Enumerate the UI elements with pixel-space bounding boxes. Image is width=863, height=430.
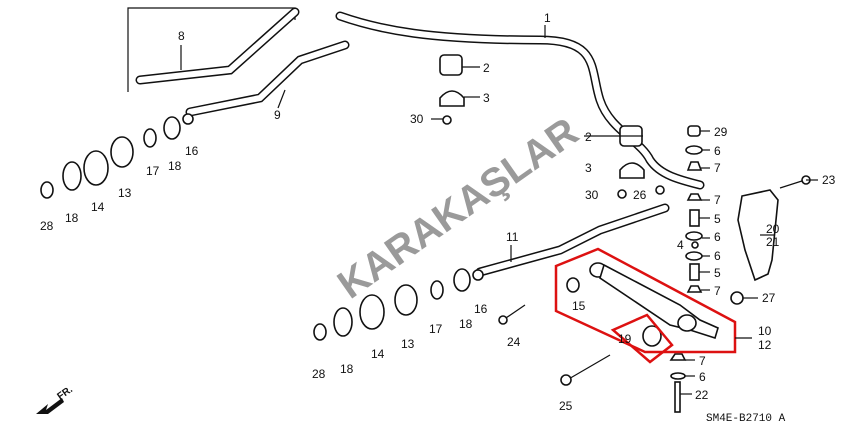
stabilizer-bar [335,11,705,190]
label-7: 7 [699,354,706,368]
label-2: 2 [585,130,592,144]
label-16: 16 [185,144,199,158]
label-25: 25 [559,399,573,413]
label-17: 17 [429,322,443,336]
label-6: 6 [699,370,706,384]
label-26: 26 [633,188,647,202]
label-16: 16 [474,302,488,316]
radius-rod-lower [475,203,670,277]
label-22: 22 [695,388,709,402]
label-7: 7 [714,161,721,175]
label-14: 14 [91,200,105,214]
stabilizer-bushings [439,54,665,199]
bushing-set-upper [40,113,194,199]
label-28: 28 [312,367,326,381]
label-29: 29 [714,125,728,139]
label-7: 7 [714,284,721,298]
label-11: 11 [506,230,519,244]
label-2: 2 [483,61,490,75]
highlight-bushing-19 [610,313,674,364]
label-17: 17 [146,164,160,178]
highlight-lower-arm [554,247,737,354]
label-8: 8 [178,29,185,43]
radius-rod-upper [127,7,350,117]
label-18: 18 [65,211,79,225]
label-18: 18 [459,317,473,331]
label-24: 24 [507,335,521,349]
lower-control-arm [566,262,719,347]
label-14: 14 [371,347,385,361]
label-9: 9 [274,108,281,122]
label-3: 3 [483,91,490,105]
label-28: 28 [40,219,54,233]
link-hardware-stack [669,125,744,413]
label-19: 19 [618,332,632,346]
label-21: 21 [766,235,780,249]
label-18: 18 [168,159,182,173]
leader-lines [180,25,818,395]
front-label: FR. [55,384,75,402]
knuckle [737,189,779,282]
label-23: 23 [822,173,836,187]
label-6: 6 [714,249,721,263]
label-18: 18 [340,362,354,376]
front-arrow-icon: FR. [36,384,75,414]
label-15: 15 [572,299,586,313]
label-12: 12 [758,338,772,352]
label-6: 6 [714,230,721,244]
label-30: 30 [585,188,599,202]
bushing-set-lower [313,268,484,341]
label-3: 3 [585,161,592,175]
label-4: 4 [677,238,684,252]
label-1: 1 [544,11,551,25]
label-27: 27 [762,291,776,305]
label-20: 20 [766,222,780,236]
label-5: 5 [714,212,721,226]
label-7: 7 [714,193,721,207]
label-10: 10 [758,324,772,338]
bolts [498,175,811,386]
label-5: 5 [714,266,721,280]
label-6: 6 [714,144,721,158]
label-30: 30 [410,112,424,126]
diagram-code: SM4E-B2710 A [706,413,786,425]
label-13: 13 [118,186,132,200]
label-13: 13 [401,337,415,351]
